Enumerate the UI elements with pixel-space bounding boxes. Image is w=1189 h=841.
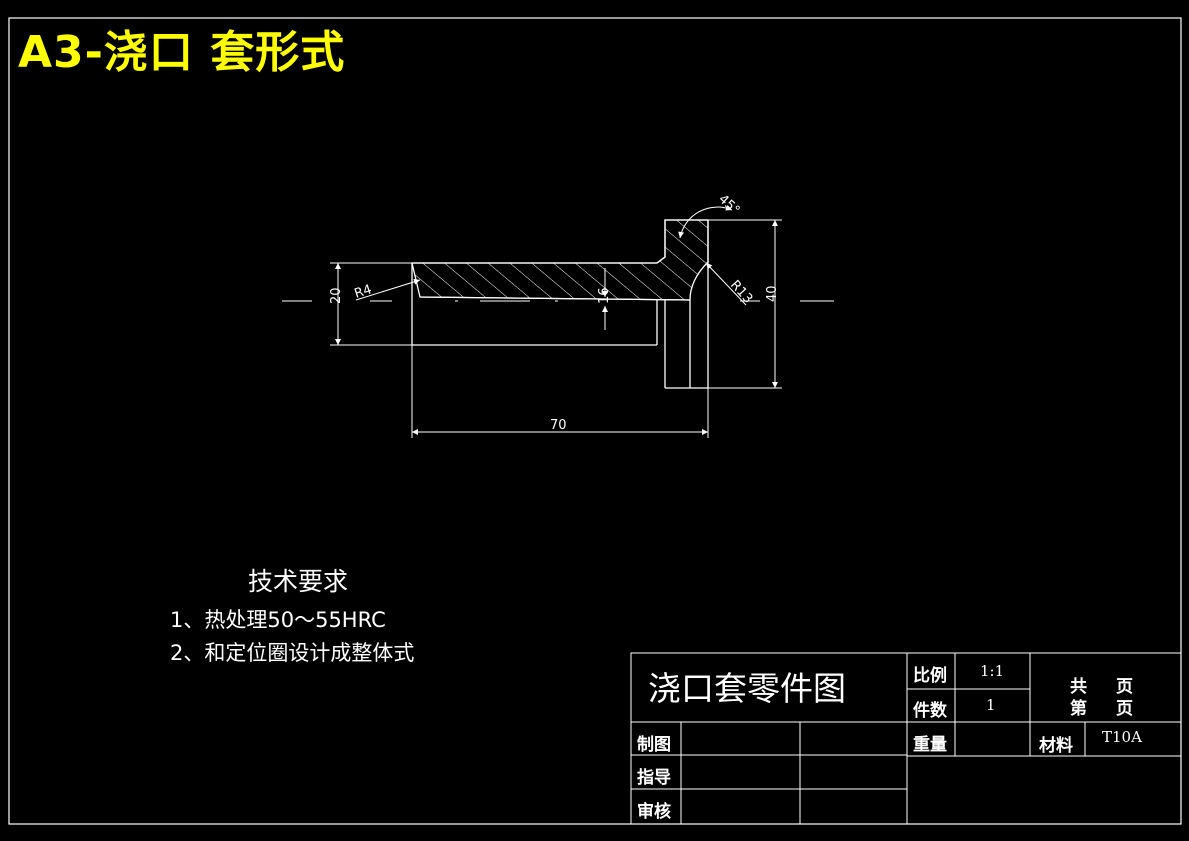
dim-r13: R13 <box>727 278 755 307</box>
tech-requirement-item: 1、热处理50～55HRC <box>170 608 386 632</box>
dim-70: 70 <box>550 418 567 433</box>
page-title: A3-浇口 套形式 <box>18 27 346 78</box>
scale-value: 1:1 <box>980 662 1005 680</box>
material-label: 材料 <box>1039 736 1073 756</box>
dim-r4: R4 <box>353 282 374 302</box>
total-label: 共 <box>1070 677 1087 697</box>
review-label: 审核 <box>637 802 671 822</box>
sheet-label: 第 <box>1070 699 1087 719</box>
scale-label: 比例 <box>913 666 947 686</box>
hatched-section <box>411 219 709 301</box>
weight-label: 重量 <box>913 735 947 755</box>
title-block-grid <box>630 652 1182 825</box>
total-page-label: 页 <box>1116 677 1133 697</box>
drawn-label: 制图 <box>637 735 671 755</box>
tech-requirement-item: 2、和定位圈设计成整体式 <box>170 641 415 665</box>
dim-angle: 45° <box>715 192 742 219</box>
sheet-border <box>8 17 1182 825</box>
tech-requirements-heading: 技术要求 <box>248 567 349 596</box>
qty-value: 1 <box>986 696 996 714</box>
sheet-page-label: 页 <box>1116 699 1133 719</box>
guide-label: 指导 <box>637 768 671 788</box>
dim-40: 40 <box>765 285 780 302</box>
drawing-name: 浇口套零件图 <box>648 669 846 708</box>
sprue-bushing <box>411 219 709 389</box>
dim-20: 20 <box>329 287 344 304</box>
dimensions <box>330 204 782 438</box>
material-value: T10A <box>1102 728 1142 746</box>
qty-label: 件数 <box>913 701 947 721</box>
dim-16: 16 <box>597 287 612 304</box>
